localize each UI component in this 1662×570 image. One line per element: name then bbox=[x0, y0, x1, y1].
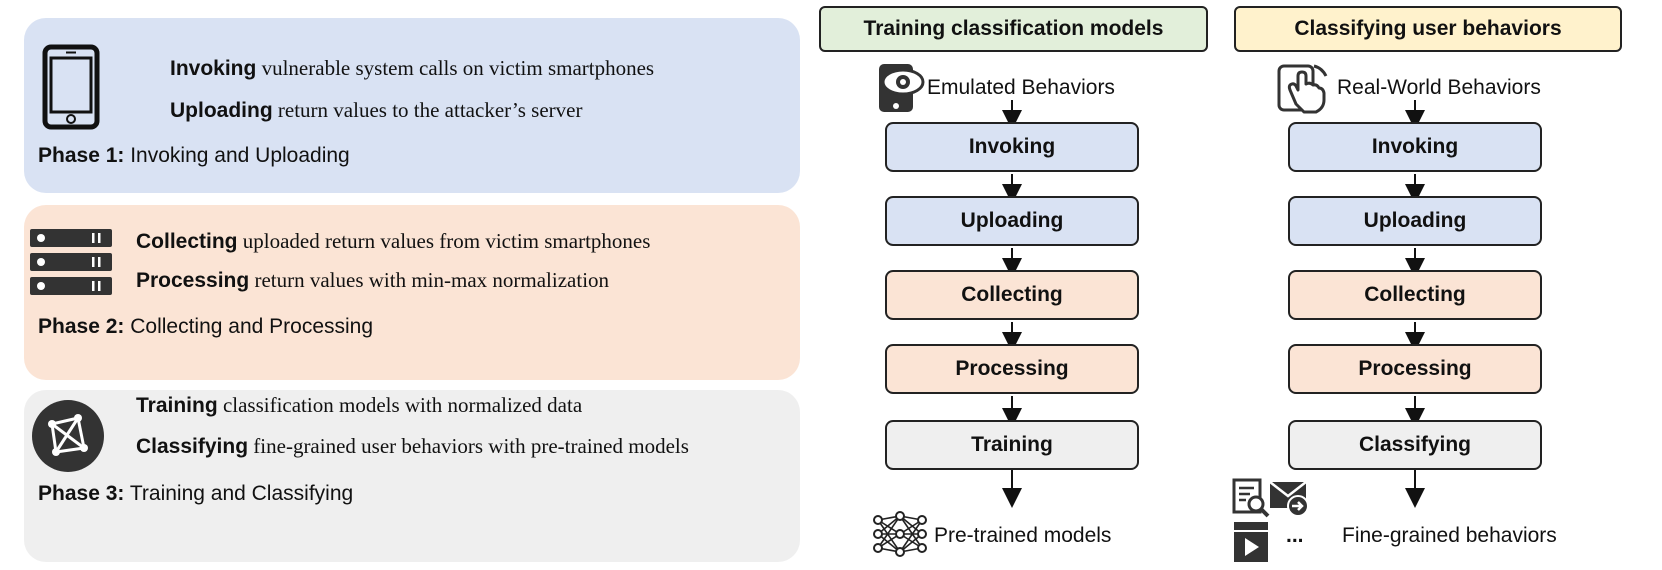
left-step-processing: Processing bbox=[885, 344, 1139, 394]
phase-1-line-2: Uploading return values to the attacker’… bbox=[170, 98, 583, 122]
video-play-icon bbox=[1234, 522, 1268, 562]
phase-1-panel: Invoking vulnerable system calls on vict… bbox=[24, 18, 800, 193]
phase-2-line-2: Processing return values with min-max no… bbox=[136, 268, 610, 292]
right-step-classifying: Classifying bbox=[1288, 420, 1542, 470]
phase-3-title: Phase 3: Training and Classifying bbox=[38, 482, 354, 505]
right-step-collecting: Collecting bbox=[1288, 270, 1542, 320]
smartphone-icon bbox=[42, 44, 100, 130]
app-icons-cluster bbox=[1232, 478, 1309, 562]
phase-3-panel: Training classification models with norm… bbox=[24, 390, 800, 562]
phase-2-line-1: Collecting uploaded return values from v… bbox=[136, 229, 651, 253]
eye-phone-icon bbox=[879, 64, 925, 112]
mail-forward-icon bbox=[1269, 481, 1309, 517]
server-icon bbox=[30, 229, 112, 295]
network-graph-icon bbox=[32, 400, 104, 472]
left-step-invoking: Invoking bbox=[885, 122, 1139, 172]
left-flow-output-label: Pre-trained models bbox=[934, 524, 1112, 547]
document-search-icon bbox=[1232, 478, 1270, 518]
right-flow-output-label: Fine-grained behaviors bbox=[1342, 524, 1557, 547]
phase-2-title: Phase 2: Collecting and Processing bbox=[38, 315, 374, 338]
right-flow-input-label: Real-World Behaviors bbox=[1337, 76, 1541, 99]
left-flow-input-label: Emulated Behaviors bbox=[927, 76, 1115, 99]
right-step-processing: Processing bbox=[1288, 344, 1542, 394]
right-flow-header: Classifying user behaviors bbox=[1234, 6, 1622, 52]
phase-1-line-1: Invoking vulnerable system calls on vict… bbox=[170, 56, 655, 80]
phase-3-line-2: Classifying fine-grained user behaviors … bbox=[136, 434, 689, 458]
right-step-uploading: Uploading bbox=[1288, 196, 1542, 246]
left-step-training: Training bbox=[885, 420, 1139, 470]
right-flow-ellipsis: ... bbox=[1286, 524, 1304, 547]
phase-2-panel: Collecting uploaded return values from v… bbox=[24, 205, 800, 380]
phase-1-title: Phase 1: Invoking and Uploading bbox=[38, 144, 350, 167]
phase-3-line-1: Training classification models with norm… bbox=[136, 393, 583, 417]
left-step-collecting: Collecting bbox=[885, 270, 1139, 320]
right-step-invoking: Invoking bbox=[1288, 122, 1542, 172]
left-flow-header: Training classification models bbox=[819, 6, 1208, 52]
neural-network-icon bbox=[873, 511, 927, 557]
touch-hand-icon bbox=[1277, 64, 1328, 114]
left-step-uploading: Uploading bbox=[885, 196, 1139, 246]
